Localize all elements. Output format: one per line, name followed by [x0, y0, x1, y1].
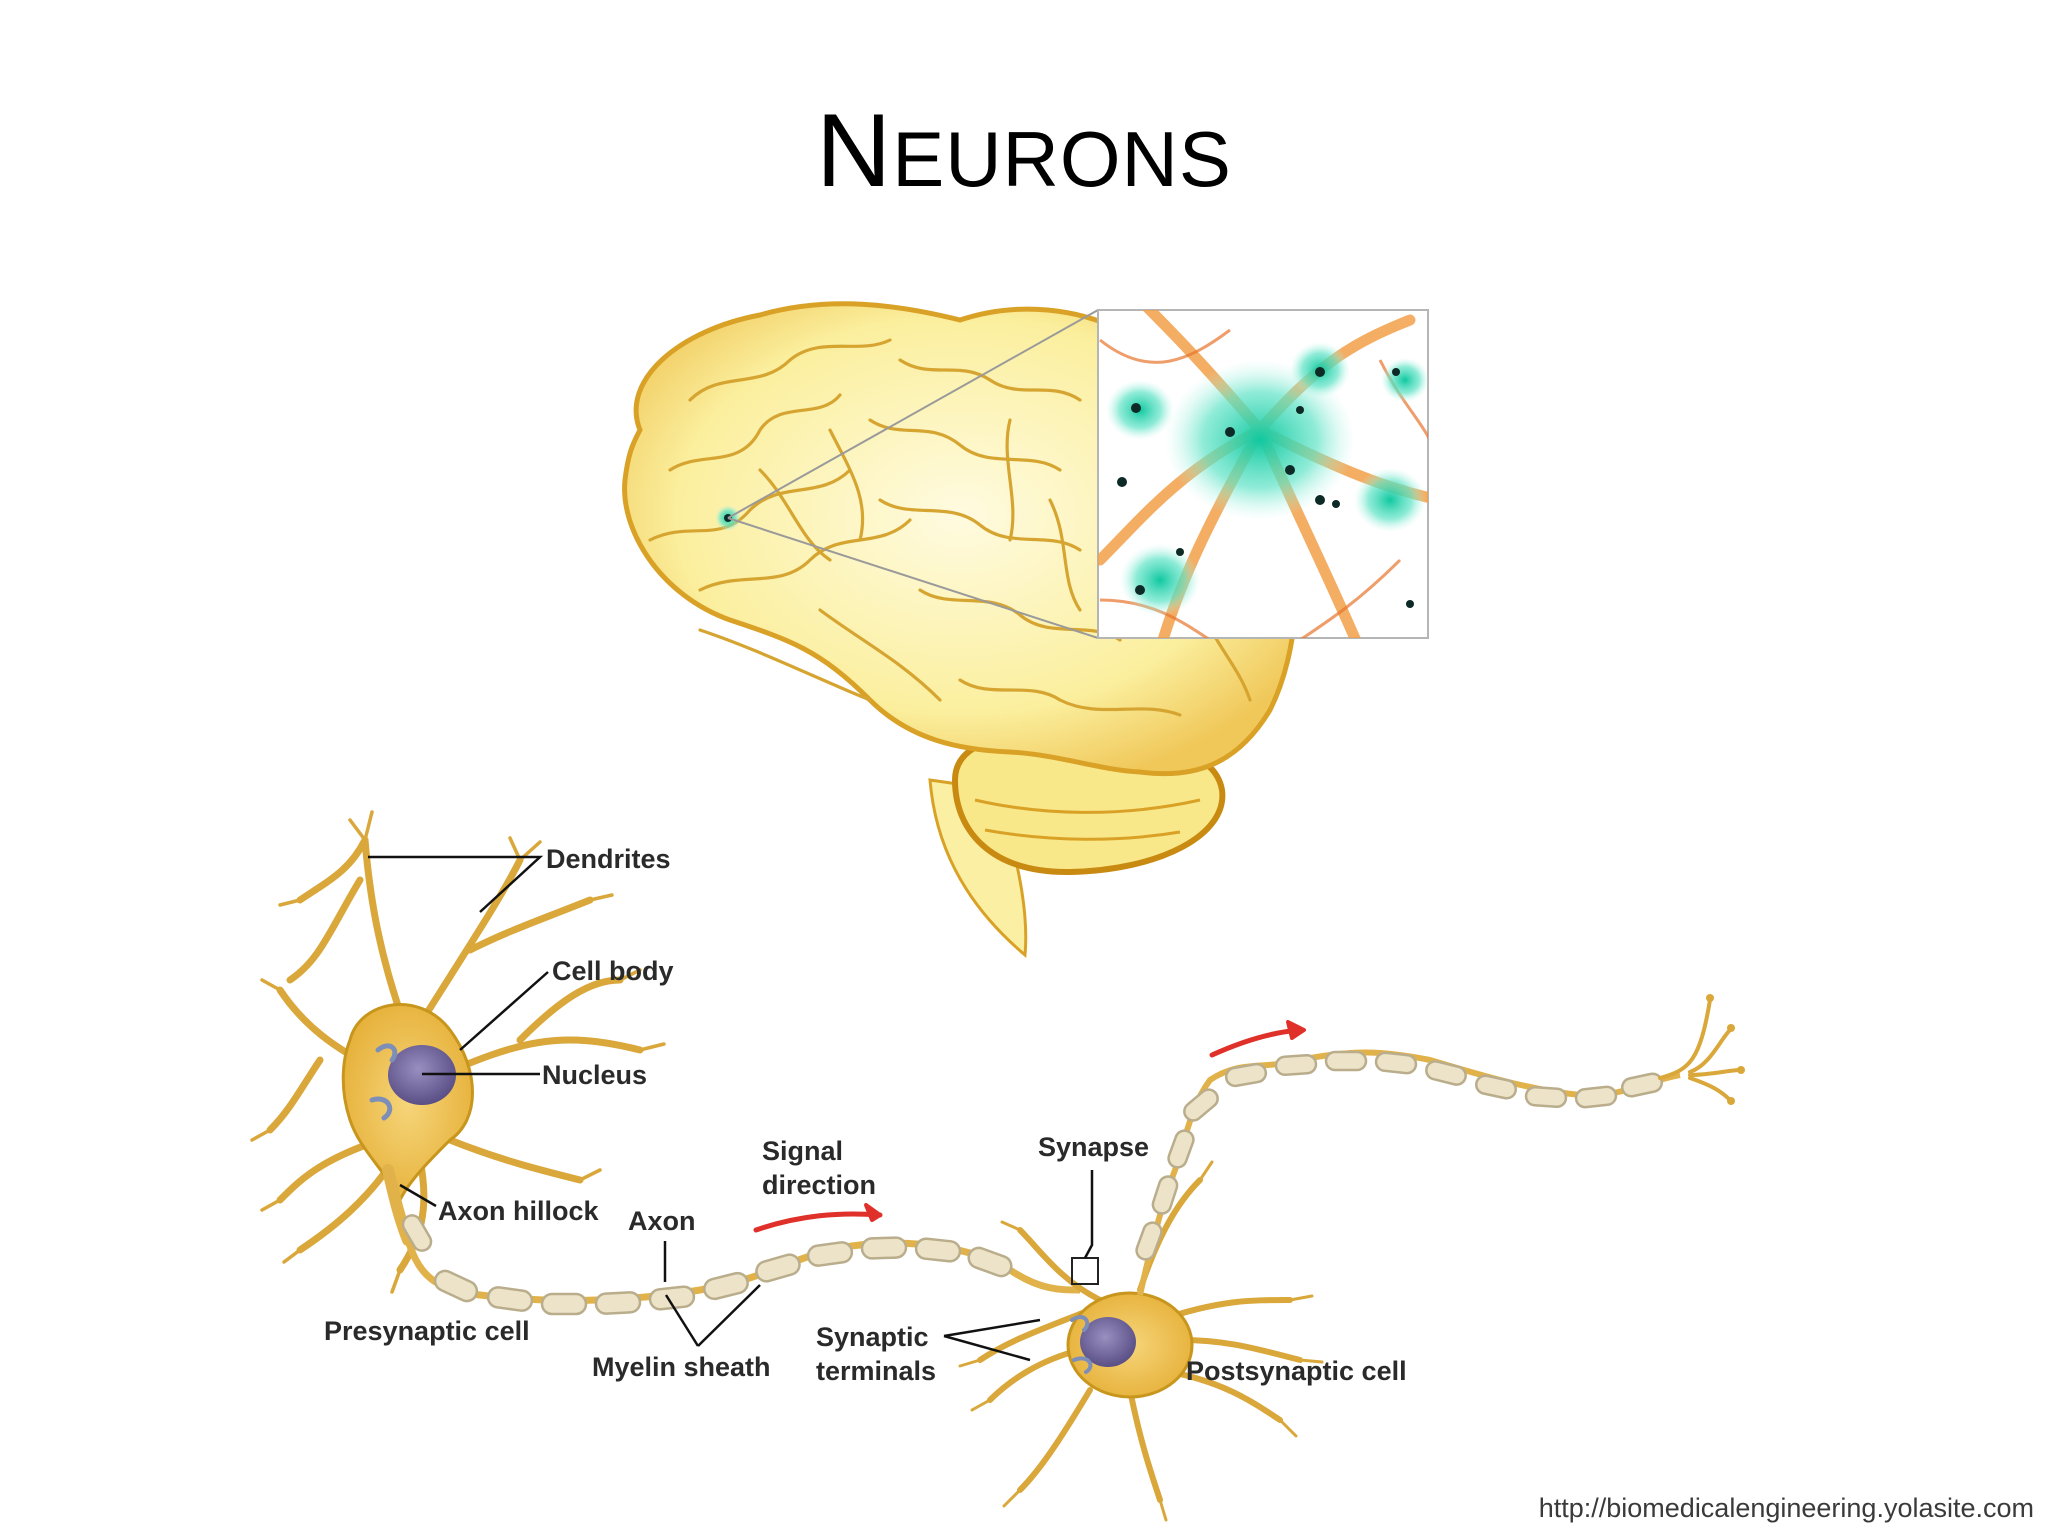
postsynaptic-myelin: [1135, 1050, 1664, 1261]
label-signal-direction-line2: direction: [762, 1170, 877, 1200]
slide-title: NEURONS: [0, 92, 2048, 211]
label-nucleus: Nucleus: [542, 1060, 648, 1090]
signal-direction-arrows: [753, 1020, 1306, 1233]
label-leader-lines: [368, 855, 1094, 1362]
label-synaptic-terminals-line2: terminals: [816, 1356, 937, 1386]
label-myelin-sheath: Myelin sheath: [592, 1352, 771, 1382]
neuron-inset: [1097, 309, 1429, 639]
label-presynaptic-cell: Presynaptic cell: [324, 1316, 530, 1346]
label-axon-hillock: Axon hillock: [438, 1196, 599, 1226]
label-dendrites: Dendrites: [546, 844, 671, 874]
label-cell-body: Cell body: [552, 956, 674, 986]
synapse-box: [1071, 1257, 1099, 1285]
label-synapse: Synapse: [1038, 1132, 1150, 1162]
source-url: http://biomedicalengineering.yolasite.co…: [1538, 1493, 2034, 1523]
axon-terminals: [1658, 998, 1742, 1102]
slide-title-initial: N: [816, 93, 893, 209]
label-synaptic-terminals-line1: Synaptic: [816, 1322, 929, 1352]
label-postsynaptic-cell: Postsynaptic cell: [1186, 1356, 1407, 1386]
zoom-line-bottom: [727, 517, 1099, 639]
label-signal-direction-line1: Signal: [762, 1136, 844, 1166]
myelin-sheath-segments: [401, 1214, 1013, 1316]
zoom-line-top: [727, 309, 1099, 519]
presynaptic-neuron: [250, 810, 666, 1294]
signal-arrow-1: [753, 1211, 883, 1233]
postsynaptic-neuron: [958, 1160, 1324, 1522]
slide-title-rest: EURONS: [892, 115, 1232, 203]
signal-arrow-2: [1209, 1027, 1303, 1058]
postsynaptic-nucleus: [1080, 1317, 1136, 1367]
label-axon: Axon: [628, 1206, 696, 1236]
